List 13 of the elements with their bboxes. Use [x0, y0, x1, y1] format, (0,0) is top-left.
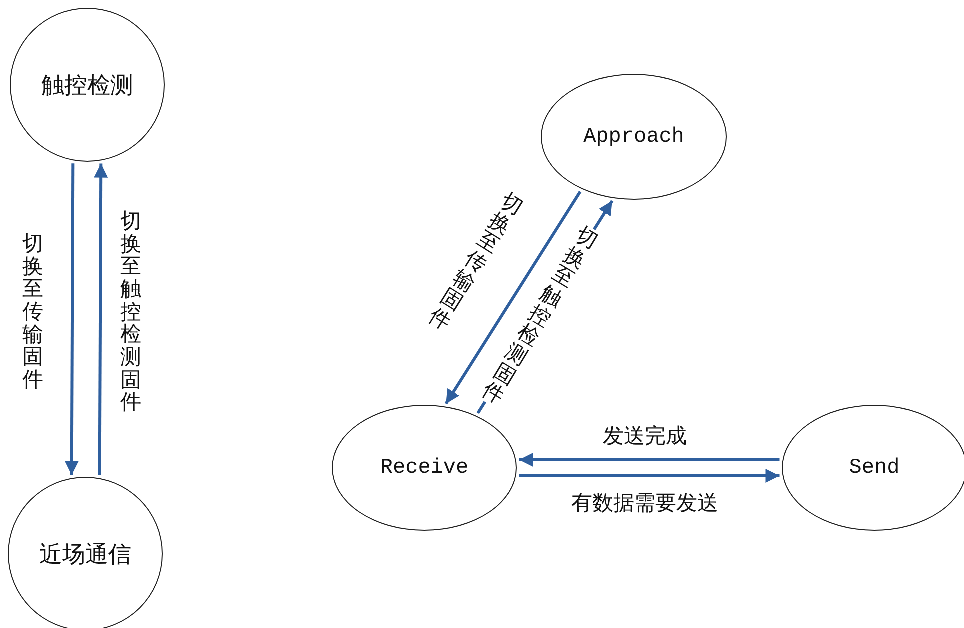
state-circle: 触控检测	[10, 8, 165, 162]
state-ellipse: Approach	[541, 74, 727, 200]
arrow	[444, 190, 582, 405]
state-ellipse: Send	[782, 405, 964, 531]
arrow	[519, 469, 780, 483]
arrow	[94, 164, 108, 476]
edge-label: 切换至传输固件	[22, 232, 44, 392]
arrow	[64, 164, 79, 476]
edge-label: 有数据需要发送	[572, 492, 718, 514]
state-circle: 近场通信	[8, 477, 163, 628]
edge-label: 切换至触控检测固件	[120, 210, 142, 414]
state-ellipse: Receive	[332, 405, 517, 531]
edge-label: 发送完成	[603, 424, 687, 448]
